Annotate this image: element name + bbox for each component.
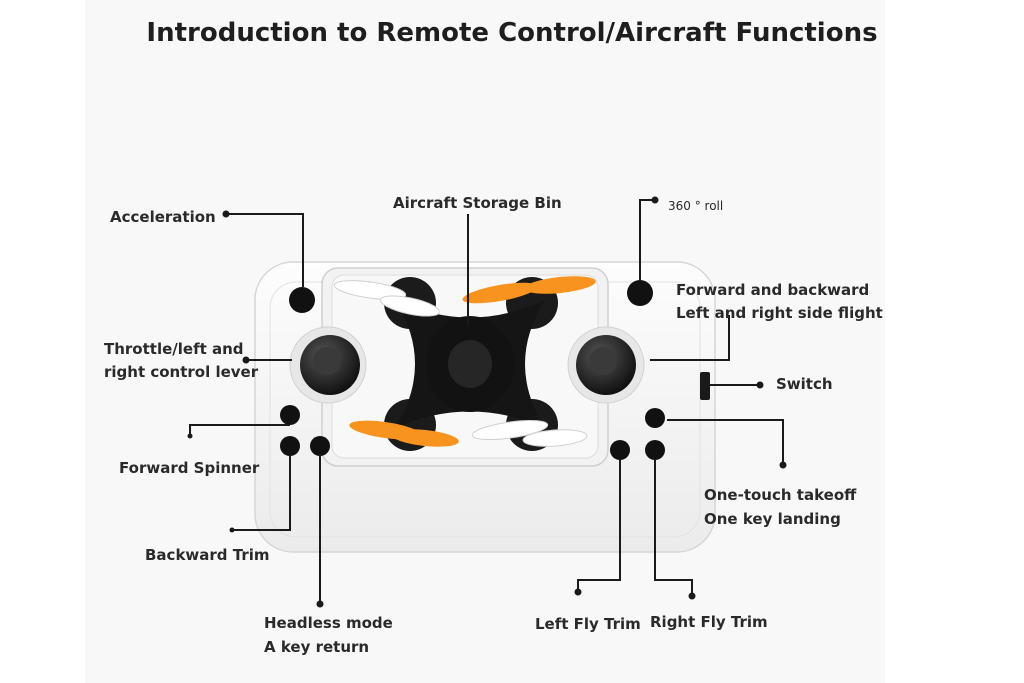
label-forward-spinner: Forward Spinner — [119, 459, 260, 477]
propeller-white-top — [333, 280, 440, 317]
label-forward-backward-line2: Left and right side flight — [676, 304, 883, 322]
drone — [333, 276, 596, 451]
label-throttle-line1: Throttle/left and — [104, 340, 244, 358]
label-left-fly-trim: Left Fly Trim — [535, 615, 641, 633]
controller-buttons — [280, 280, 665, 460]
label-backward-trim: Backward Trim — [145, 546, 270, 564]
left-control-stick — [289, 326, 367, 404]
label-acceleration: Acceleration — [110, 208, 216, 226]
label-headless-line1: Headless mode — [264, 614, 393, 632]
propeller-orange-top — [462, 276, 596, 304]
page-title: Introduction to Remote Control/Aircraft … — [146, 18, 878, 48]
label-forward-backward-line1: Forward and backward — [676, 281, 870, 299]
leader-lines — [189, 199, 784, 604]
label-takeoff-line2: One key landing — [704, 510, 841, 528]
label-takeoff-line1: One-touch takeoff — [704, 486, 857, 504]
leader-dots — [187, 196, 787, 608]
propeller-white-bottom — [471, 419, 588, 447]
label-switch: Switch — [776, 375, 833, 393]
label-right-fly-trim: Right Fly Trim — [650, 613, 768, 631]
label-headless-line2: A key return — [264, 638, 370, 656]
right-control-stick — [567, 326, 645, 404]
label-aircraft-storage-bin: Aircraft Storage Bin — [393, 194, 562, 212]
label-360-roll: 360 ° roll — [668, 199, 724, 213]
propeller-orange-bottom — [349, 420, 459, 447]
label-throttle-line2: right control lever — [104, 363, 259, 381]
